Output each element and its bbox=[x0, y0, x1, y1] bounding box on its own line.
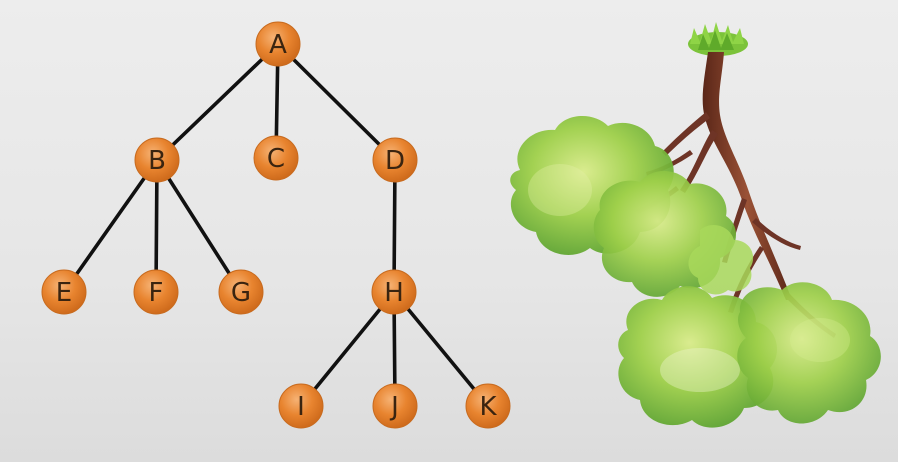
node-circle bbox=[255, 21, 301, 67]
tree-node-k: K bbox=[465, 383, 511, 429]
tree-node-g: G bbox=[218, 269, 264, 315]
node-label: B bbox=[148, 146, 166, 176]
edge-a-d bbox=[276, 42, 397, 162]
tree-node-d: D bbox=[372, 137, 418, 183]
node-circle bbox=[134, 137, 180, 183]
tree-node-i: I bbox=[278, 383, 324, 429]
tree-node-a: A bbox=[255, 21, 301, 67]
node-circle bbox=[41, 269, 87, 315]
grass-tuft-icon bbox=[688, 22, 748, 56]
tree-node-h: H bbox=[371, 269, 417, 315]
edge-b-g bbox=[155, 158, 243, 294]
node-label: G bbox=[231, 278, 251, 308]
node-label: H bbox=[384, 278, 404, 308]
edge-b-e bbox=[62, 158, 159, 294]
tree-node-b: B bbox=[134, 137, 180, 183]
node-circle bbox=[253, 135, 299, 181]
upside-down-tree-icon bbox=[510, 22, 881, 428]
node-label: J bbox=[389, 392, 399, 422]
node-label: E bbox=[56, 278, 72, 308]
edge-h-k bbox=[392, 290, 490, 408]
edge-h-i bbox=[299, 290, 396, 408]
node-label: C bbox=[267, 144, 285, 174]
node-label: A bbox=[269, 30, 287, 60]
edge-a-b bbox=[155, 42, 280, 162]
node-circle bbox=[278, 383, 324, 429]
tree-nodes: A B C D E F G H I J K bbox=[41, 21, 511, 429]
node-circle bbox=[465, 383, 511, 429]
foliage-icon bbox=[510, 115, 881, 428]
node-circle bbox=[218, 269, 264, 315]
node-label: F bbox=[149, 278, 164, 308]
tree-node-f: F bbox=[133, 269, 179, 315]
node-label: D bbox=[385, 146, 405, 176]
node-circle bbox=[372, 137, 418, 183]
tree-node-c: C bbox=[253, 135, 299, 181]
node-circle bbox=[133, 269, 179, 315]
tree-node-e: E bbox=[41, 269, 87, 315]
tree-node-j: J bbox=[372, 383, 418, 429]
node-circle bbox=[371, 269, 417, 315]
node-label: K bbox=[479, 392, 497, 422]
node-circle bbox=[372, 383, 418, 429]
node-label: I bbox=[297, 392, 305, 422]
tree-edges bbox=[62, 42, 490, 408]
